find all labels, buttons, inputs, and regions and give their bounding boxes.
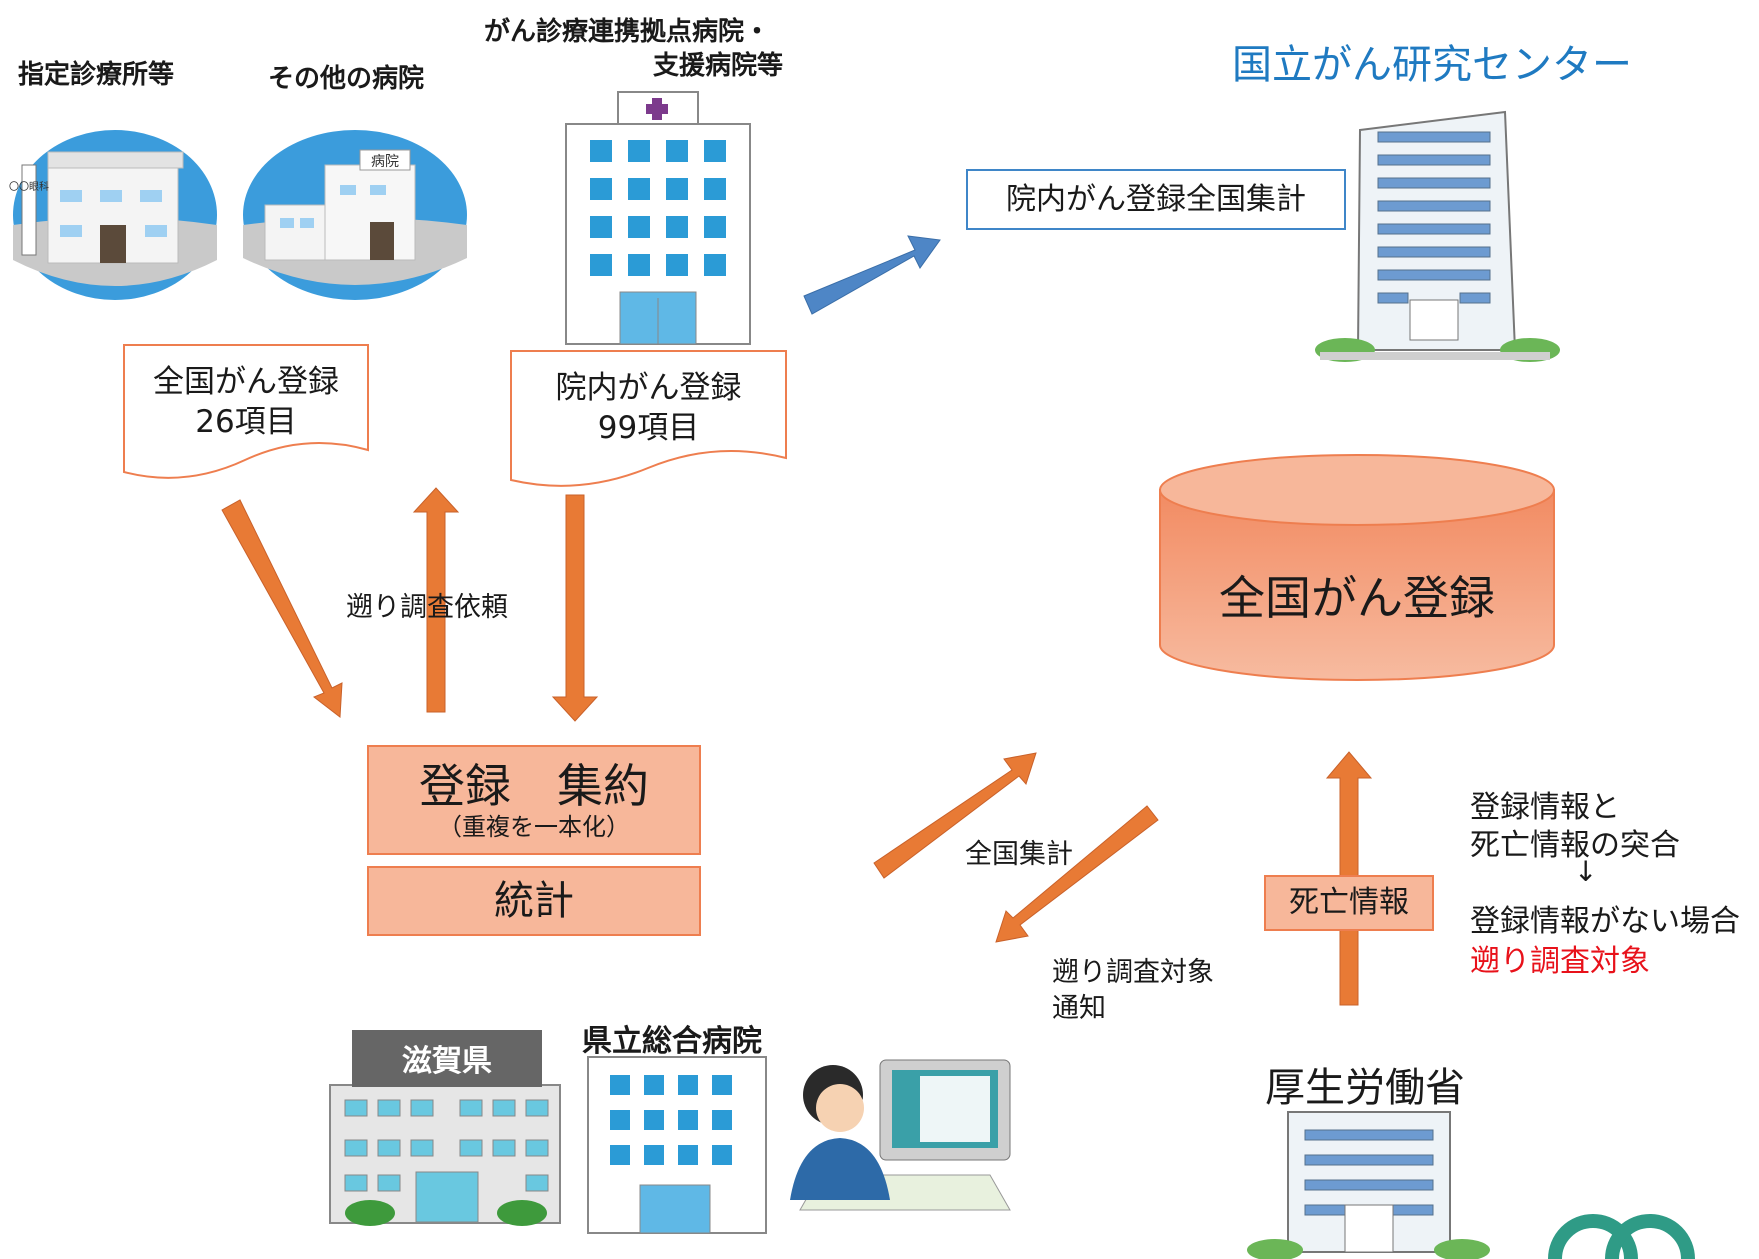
- corner-logo: [1548, 1214, 1695, 1259]
- ncc-tower-building: [1315, 110, 1560, 362]
- hospital-registry-doc: 院内がん登録 99項目: [511, 368, 786, 448]
- hospital-registry-doc-line1: 院内がん登録: [555, 370, 742, 406]
- arrow-national-aggregate-up: [873, 752, 1037, 879]
- register-aggregate-box: 登録 集約 （重複を一本化）: [367, 745, 701, 855]
- national-registry-doc-line1: 全国がん登録: [153, 364, 339, 400]
- mhlw-building: [1247, 1111, 1490, 1259]
- death-note-line4: 遡り調査対象: [1470, 944, 1650, 979]
- shiga-building: [329, 1030, 561, 1226]
- national-aggregate-label: 全国集計: [965, 839, 1073, 870]
- national-registry-doc: 全国がん登録 26項目: [124, 362, 368, 442]
- register-title: 登録 集約: [419, 759, 649, 813]
- death-note-arrow: ↓: [1574, 855, 1598, 888]
- base-hospital-label-line1: がん診療連携拠点病院・: [484, 17, 771, 47]
- death-note-line3: 登録情報がない場合: [1470, 904, 1740, 939]
- hospital-sign: 病院: [371, 154, 399, 170]
- ncc-summary-box: 院内がん登録全国集計: [966, 169, 1346, 230]
- prefectural-hospital-label: 県立総合病院: [582, 1024, 762, 1059]
- arrow-clinic-to-register: [221, 499, 343, 718]
- retro-notice-label-line2: 通知: [1052, 993, 1106, 1024]
- retro-request-label: 遡り調査依頼: [346, 592, 508, 623]
- mhlw-label: 厚生労働省: [1265, 1065, 1465, 1111]
- retro-notice-label-line1: 遡り調査対象: [1052, 957, 1214, 988]
- arrow-retro-request-up: [412, 487, 460, 713]
- prefectural-hospital-building: [587, 1056, 767, 1234]
- base-hospital-building: [565, 91, 751, 345]
- hospital-registry-doc-shape: [510, 350, 787, 487]
- database-cylinder: [1159, 454, 1555, 681]
- clinic-illustration: [13, 130, 217, 300]
- blue-arrow-to-ncc: [803, 235, 941, 315]
- clinic-sign: 〇〇眼科: [9, 180, 49, 193]
- national-registry-doc-shape: [123, 344, 369, 479]
- ncc-title: 国立がん研究センター: [1232, 42, 1632, 88]
- register-subtitle: （重複を一本化）: [438, 813, 630, 841]
- national-registry-doc-line2: 26項目: [195, 404, 297, 440]
- database-label: 全国がん登録: [1219, 571, 1495, 625]
- other-hospital-illustration: [243, 130, 467, 300]
- shiga-label: 滋賀県: [402, 1044, 492, 1079]
- other-hospital-label: その他の病院: [268, 64, 425, 94]
- base-hospital-label-line2: 支援病院等: [653, 51, 784, 81]
- arrow-hospital-to-register: [551, 494, 599, 722]
- statistics-box: 統計: [367, 866, 701, 936]
- clinic-label: 指定診療所等: [18, 60, 175, 90]
- hospital-registry-doc-line2: 99項目: [597, 410, 700, 446]
- death-note-line2: 死亡情報の突合: [1470, 828, 1680, 863]
- arrow-retro-notice-down: [995, 805, 1159, 943]
- person-at-computer: [790, 1059, 1011, 1211]
- death-note-line1: 登録情報と: [1470, 790, 1620, 825]
- death-info-box: 死亡情報: [1264, 875, 1434, 931]
